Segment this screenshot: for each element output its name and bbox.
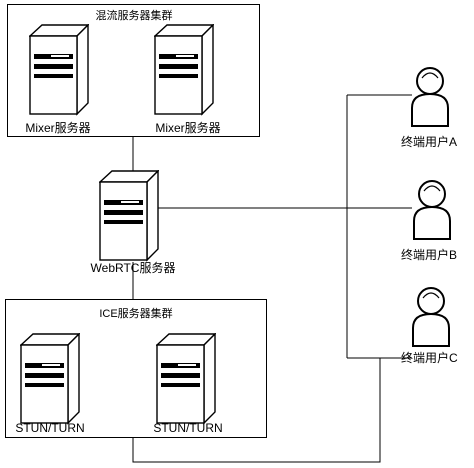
server-icon — [20, 333, 80, 425]
server-icon — [29, 24, 89, 116]
server-icon — [99, 170, 159, 262]
stun-turn-label-2: STUN/TURN — [153, 421, 223, 435]
webrtc-server-label: WebRTC服务器 — [90, 261, 176, 275]
server-icon — [154, 24, 214, 116]
mixer-cluster-title: 混流服务器集群 — [95, 10, 173, 22]
mixer-server-label-1: Mixer服务器 — [25, 121, 91, 135]
user-icon — [413, 180, 451, 240]
server-icon — [156, 333, 216, 425]
user-icon — [412, 287, 450, 347]
mixer-server-label-2: Mixer服务器 — [155, 121, 221, 135]
user-b-label: 终端用户B — [401, 248, 458, 262]
stun-turn-label-1: STUN/TURN — [15, 421, 85, 435]
user-c-label: 终端用户C — [401, 351, 458, 365]
ice-cluster-title: ICE服务器集群 — [99, 308, 173, 320]
link-ice-users — [132, 358, 381, 463]
user-a-label: 终端用户A — [401, 135, 458, 149]
user-icon — [411, 67, 449, 127]
